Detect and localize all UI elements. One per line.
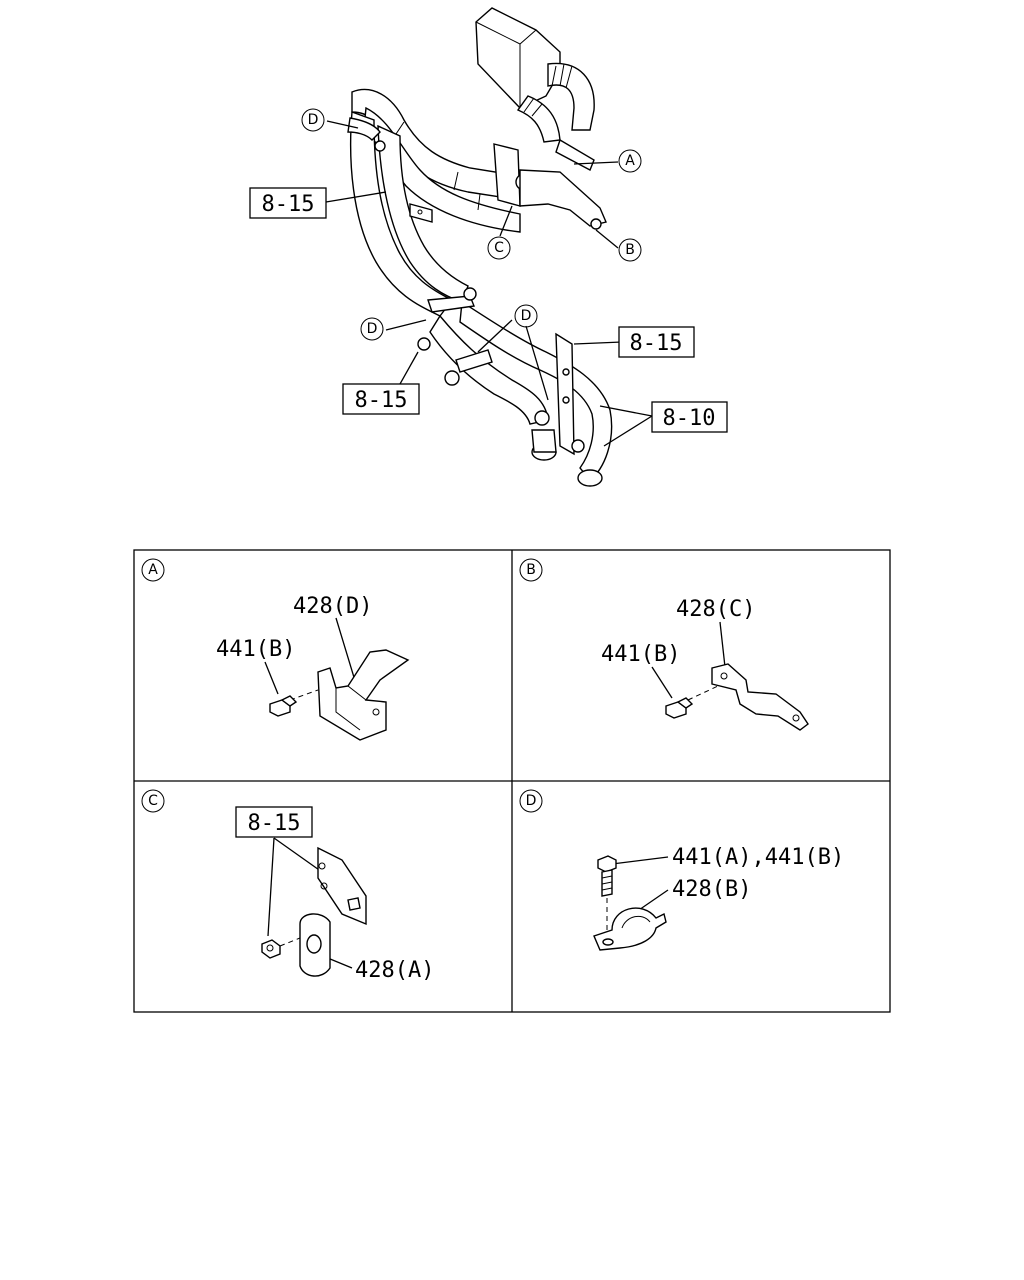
detail-grid [133, 549, 891, 1013]
ref-815-label-c: 8-15 [248, 811, 301, 836]
ref-815-label: 8-15 [262, 192, 315, 217]
part-441b-label-b: 441(B) [601, 642, 680, 667]
detail-a: A 428(D) 441(B) [141, 558, 410, 741]
detail-b: B 428(C) 441(B) [519, 558, 809, 731]
bolt-441b-b [665, 697, 694, 719]
control-unit [475, 7, 561, 109]
detail-a-callout: A [148, 562, 158, 578]
left-small-bracket [409, 203, 433, 223]
callout-b-top: B [618, 238, 642, 262]
callout-d-mid-left: D [360, 317, 384, 341]
ref-box-815-right: 8-15 [618, 326, 695, 358]
callout-a-label: A [625, 153, 635, 169]
clamp-428a [299, 913, 331, 977]
callout-d-top: D [301, 108, 325, 132]
ref-box-815-upper-left: 8-15 [249, 187, 327, 219]
callout-d-label: D [367, 321, 378, 337]
part-428d-label: 428(D) [293, 594, 372, 619]
ref-815-label: 8-15 [630, 331, 683, 356]
right-bracket [555, 332, 585, 456]
bracket-428c [711, 663, 809, 731]
callout-c-label: C [494, 240, 504, 256]
detail-d-callout: D [526, 793, 537, 809]
corrugated-hose [516, 62, 595, 143]
part-441ab-label: 441(A),441(B) [672, 845, 844, 870]
part-428a-label: 428(A) [355, 958, 434, 983]
detail-c: C 8-15 428(A) [141, 789, 434, 983]
ref-box-815-lower-left: 8-15 [342, 383, 420, 415]
detail-b-callout: B [526, 562, 536, 578]
detail-c-callout: C [148, 793, 158, 809]
ref-box-810: 8-10 [651, 401, 728, 433]
main-assembly-drawing [347, 7, 613, 487]
callout-d-mid-right: D [514, 304, 538, 328]
part-441b-label: 441(B) [216, 637, 295, 662]
callout-a-top: A [618, 149, 642, 173]
lower-clamps [417, 287, 550, 426]
detail-d: D 441(A),441(B) 428(B) [519, 789, 844, 951]
clamp-428b [593, 907, 667, 951]
callout-b-label: B [625, 242, 635, 258]
top-left-clamp [347, 117, 386, 152]
bolt-441b-a [269, 695, 298, 717]
callout-d-label: D [521, 308, 532, 324]
part-428b-label: 428(B) [672, 877, 751, 902]
ref-815-label: 8-15 [355, 388, 408, 413]
bolt-441ab [597, 855, 617, 897]
callout-d-label: D [308, 112, 319, 128]
leader-lines-top [325, 120, 653, 447]
bracket-428d [317, 649, 410, 741]
mid-bracket [493, 138, 607, 230]
part-428c-label: 428(C) [676, 597, 755, 622]
callout-c-top: C [487, 236, 511, 260]
plate-bracket-c [317, 846, 367, 926]
nut-c [261, 939, 281, 959]
ref-810-label: 8-10 [663, 406, 716, 431]
